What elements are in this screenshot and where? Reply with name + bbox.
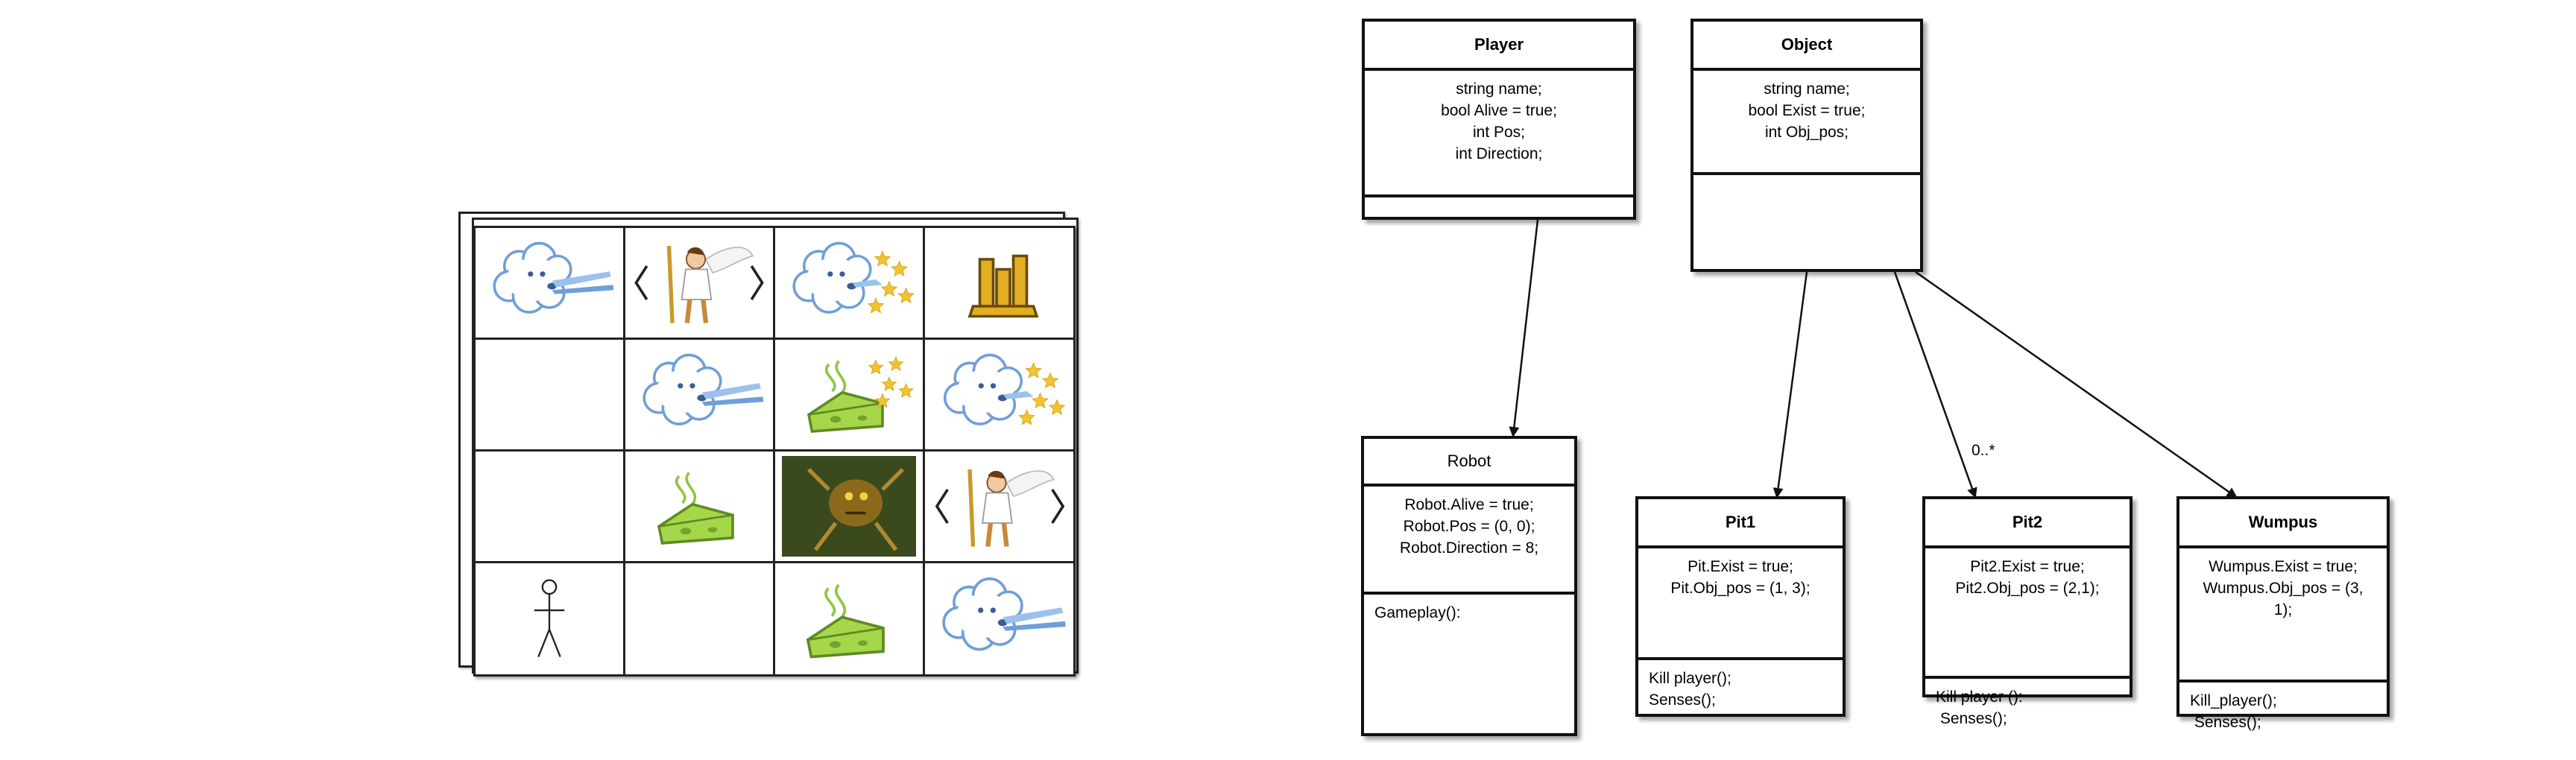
- attribute-line: string name;: [1456, 80, 1542, 98]
- board-grid: [473, 226, 1076, 677]
- attribute-line: int Obj_pos;: [1764, 124, 1849, 141]
- monster-icon: [780, 456, 918, 557]
- wind-cloud-with-stars-icon: [780, 232, 918, 333]
- operation-line: Senses();: [2190, 714, 2261, 731]
- multiplicity-label: 0..*: [1972, 442, 1995, 459]
- attribute-line: Pit2.Obj_pos = (2,1);: [1955, 580, 2100, 597]
- attribute-line: string name;: [1764, 80, 1850, 98]
- class-box-object: Object string name; bool Exist = true; int …: [1690, 19, 1923, 272]
- class-name: Player: [1365, 22, 1633, 71]
- class-attributes: Wumpus.Exist = true; Wumpus.Obj_pos = (3,…: [2179, 548, 2387, 683]
- class-operations: [1365, 200, 1633, 217]
- wind-cloud-icon: [480, 232, 619, 333]
- wind-cloud-icon: [630, 344, 768, 445]
- stick-figure-icon: [480, 568, 619, 671]
- grid-cell: [476, 452, 625, 563]
- operation-line: Kill player ():: [1936, 688, 2023, 706]
- class-name: Object: [1693, 22, 1920, 71]
- grid-cell: [476, 340, 625, 452]
- attribute-line: Pit.Obj_pos = (1, 3);: [1670, 580, 1811, 597]
- class-operations: Gameplay():: [1364, 598, 1574, 733]
- gold-pile-icon: [929, 232, 1070, 333]
- attribute-line: Robot.Pos = (0, 0);: [1403, 518, 1535, 535]
- attribute-line: Robot.Direction = 8;: [1399, 539, 1539, 557]
- class-operations: Kill_player(); Senses();: [2179, 685, 2387, 731]
- grid-cell: [775, 452, 925, 563]
- smelly-cheese-icon: [780, 568, 918, 671]
- arrow-player-robot: [1509, 219, 1539, 437]
- attribute-line: bool Exist = true;: [1748, 102, 1866, 119]
- attribute-line: Pit2.Exist = true;: [1970, 558, 2085, 575]
- class-attributes: Pit2.Exist = true; Pit2.Obj_pos = (2,1);: [1925, 548, 2130, 679]
- class-operations: [1693, 178, 1920, 269]
- grid-cell: [925, 452, 1075, 563]
- grid-cell: [775, 340, 925, 452]
- class-name: Pit2: [1925, 499, 2130, 548]
- attribute-line: Wumpus.Exist = true;: [2209, 558, 2358, 575]
- operation-line: Kill_player();: [2190, 692, 2277, 709]
- hero-character-icon: [929, 456, 1070, 557]
- class-operations: Kill player(); Senses();: [1638, 663, 1843, 714]
- grid-cell: [775, 563, 925, 675]
- grid-cell: [775, 228, 925, 340]
- attribute-line: Robot.Alive = true;: [1404, 496, 1534, 513]
- operation-line: Senses();: [1936, 710, 2007, 727]
- class-attributes: Pit.Exist = true; Pit.Obj_pos = (1, 3);: [1638, 548, 1843, 660]
- arrow-object-wumpus: [1915, 270, 2238, 498]
- attribute-line: bool Alive = true;: [1441, 102, 1557, 119]
- class-name: Robot: [1364, 439, 1574, 487]
- arrow-object-pit1: [1772, 271, 1808, 498]
- attribute-line: Wumpus.Obj_pos = (3,: [2203, 580, 2364, 597]
- grid-cell: [625, 563, 775, 675]
- grid-cell: [476, 563, 625, 675]
- grid-cell: [476, 228, 625, 340]
- grid-cell: [625, 452, 775, 563]
- operation-line: Senses();: [1649, 691, 1716, 709]
- attribute-line: int Pos;: [1472, 124, 1526, 141]
- grid-cell: [925, 563, 1075, 675]
- grid-cell: [625, 340, 775, 452]
- grid-cell: [625, 228, 775, 340]
- class-name: Wumpus: [2179, 499, 2387, 548]
- grid-cell: [925, 228, 1075, 340]
- smelly-cheese-icon: [630, 456, 768, 557]
- arrow-object-pit2: [1893, 271, 1977, 498]
- smelly-cheese-with-stars-icon: [780, 344, 918, 445]
- class-operations: Kill player (): Senses();: [1925, 682, 2130, 727]
- hero-character-icon: [630, 232, 768, 333]
- operation-line: Gameplay():: [1374, 604, 1461, 621]
- class-attributes: string name; bool Exist = true; int Obj_po…: [1693, 71, 1920, 175]
- wind-cloud-with-stars-icon: [929, 344, 1070, 445]
- class-box-player: Player string name; bool Alive = true; int …: [1362, 19, 1636, 220]
- operation-line: Kill player();: [1649, 670, 1731, 687]
- class-attributes: string name; bool Alive = true; int Pos; in…: [1365, 71, 1633, 197]
- attribute-line: int Direction;: [1455, 145, 1543, 162]
- class-attributes: Robot.Alive = true; Robot.Pos = (0, 0); Ro…: [1364, 487, 1574, 595]
- grid-cell: [925, 340, 1075, 452]
- class-name: Pit1: [1638, 499, 1843, 548]
- wind-cloud-icon: [929, 568, 1070, 671]
- attribute-line: Pit.Exist = true;: [1688, 558, 1793, 575]
- attribute-line: 1);: [2273, 601, 2293, 618]
